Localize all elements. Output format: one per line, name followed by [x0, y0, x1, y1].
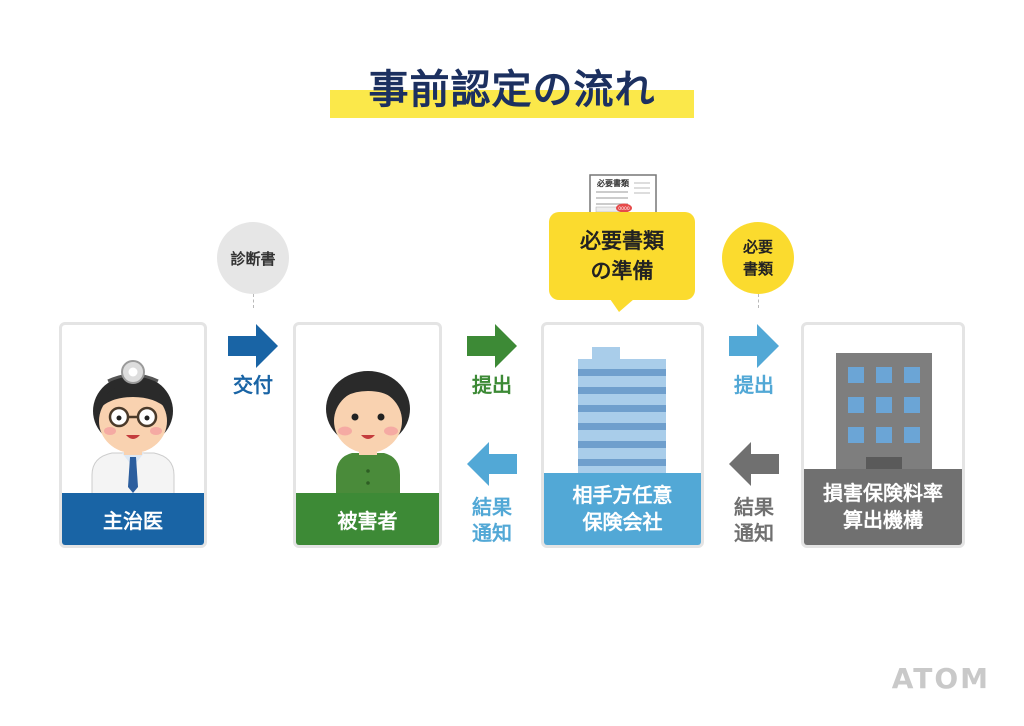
card-victim: 被害者: [293, 322, 442, 548]
required-docs-bubble-tail: [758, 294, 759, 308]
doctor-illustration: [91, 360, 175, 499]
doctor-label: 主治医: [62, 493, 204, 545]
title-highlight: [330, 90, 694, 118]
prep-bubble: 必要書類 の準備: [549, 212, 695, 300]
diagnosis-bubble-text: 診断書: [230, 249, 276, 268]
insurer-building-illustration: [578, 347, 666, 489]
deliver-arrow: [228, 324, 278, 368]
required-docs-bubble: 必要 書類: [722, 222, 794, 294]
required-docs-bubble-text: 必要 書類: [742, 238, 773, 278]
prep-bubble-text: 必要書類 の準備: [580, 229, 664, 283]
card-agency: 損害保険料率 算出機構: [801, 322, 965, 548]
result-to-victim-arrow: [467, 442, 517, 486]
submit-to-insurer-arrow: [467, 324, 517, 368]
deliver-label: 交付: [233, 373, 273, 397]
document-icon-heading: 必要書類: [596, 178, 630, 188]
result-to-victim-label: 結果 通知: [472, 495, 512, 545]
prep-bubble-pointer: [610, 299, 634, 312]
card-insurer: 相手方任意 保険会社: [541, 322, 704, 548]
title-block: 事前認定の流れ: [330, 62, 694, 120]
insurer-label: 相手方任意 保険会社: [544, 473, 701, 545]
page-title: 事前認定の流れ: [368, 67, 656, 113]
result-to-insurer-arrow: [729, 442, 779, 486]
brand-logo: ATOM: [891, 662, 990, 695]
submit-to-agency-arrow: [729, 324, 779, 368]
result-to-insurer-label: 結果 通知: [734, 495, 774, 545]
victim-illustration: [326, 371, 410, 499]
diagnosis-bubble: 診断書: [217, 222, 289, 294]
submit-to-insurer-label: 提出: [472, 373, 512, 397]
diagnosis-bubble-tail: [253, 294, 254, 308]
card-doctor: 主治医: [59, 322, 207, 548]
agency-building-illustration: [836, 353, 932, 485]
agency-label: 損害保険料率 算出機構: [804, 469, 962, 545]
document-stamp-text: 0000: [618, 206, 630, 212]
victim-label: 被害者: [296, 493, 439, 545]
submit-to-agency-label: 提出: [734, 373, 774, 397]
document-icon: 必要書類 0000: [589, 174, 657, 216]
